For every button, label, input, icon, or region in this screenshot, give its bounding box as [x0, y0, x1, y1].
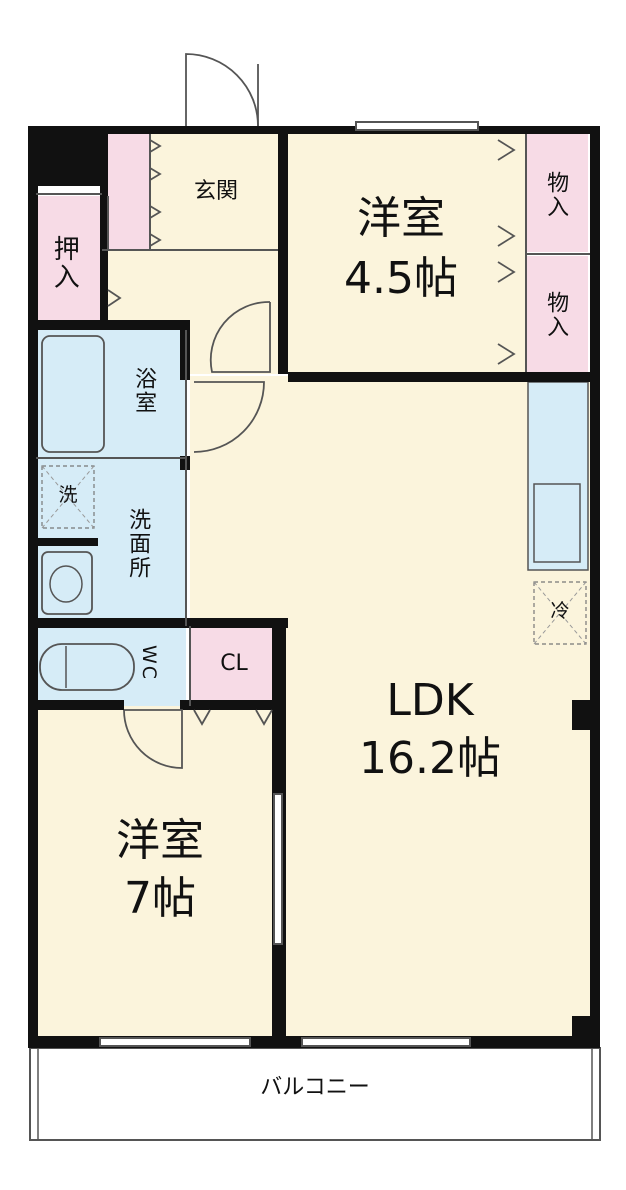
bath-label: 浴室	[131, 367, 157, 415]
wc-label: WC	[137, 644, 160, 682]
bathtub	[41, 335, 105, 453]
kitchen-counter	[527, 381, 589, 571]
storage-2-floor	[526, 256, 588, 372]
oshiire-label: 押入	[49, 235, 80, 291]
partitions	[36, 134, 590, 706]
windows	[99, 121, 479, 1047]
western-7-size: 7帖	[124, 873, 196, 924]
entrance-storage-floor	[108, 134, 150, 250]
door-swings	[107, 53, 516, 769]
balcony-label: バルコニー	[260, 1075, 370, 1100]
western-7-name: 洋室	[116, 815, 204, 866]
washer-icon: 洗	[58, 484, 78, 506]
closet-cl-floor	[190, 626, 276, 706]
washroom-label: 洗面所	[125, 508, 151, 580]
storage-1-label: 物入	[543, 171, 569, 219]
wc-floor	[36, 626, 186, 706]
western-7-floor	[36, 706, 276, 1036]
oshiire-floor	[36, 196, 102, 324]
closet-label: CL	[220, 651, 248, 676]
entrance-label: 玄関	[193, 179, 238, 204]
washer-space	[41, 465, 95, 529]
storage-1-floor	[526, 134, 588, 252]
fridge-space	[533, 581, 587, 645]
sink	[533, 483, 581, 563]
ldk-name: LDK	[386, 675, 474, 726]
storage-2-label: 物入	[543, 291, 569, 339]
ldk-size: 16.2帖	[359, 733, 501, 784]
western-45-floor	[286, 134, 526, 374]
western-45-size: 4.5帖	[344, 253, 458, 304]
wash-basin	[41, 551, 93, 615]
fridge-icon: 冷	[550, 600, 570, 622]
toilet	[39, 643, 135, 691]
bath-floor	[36, 326, 186, 458]
western-45-name: 洋室	[357, 193, 445, 244]
